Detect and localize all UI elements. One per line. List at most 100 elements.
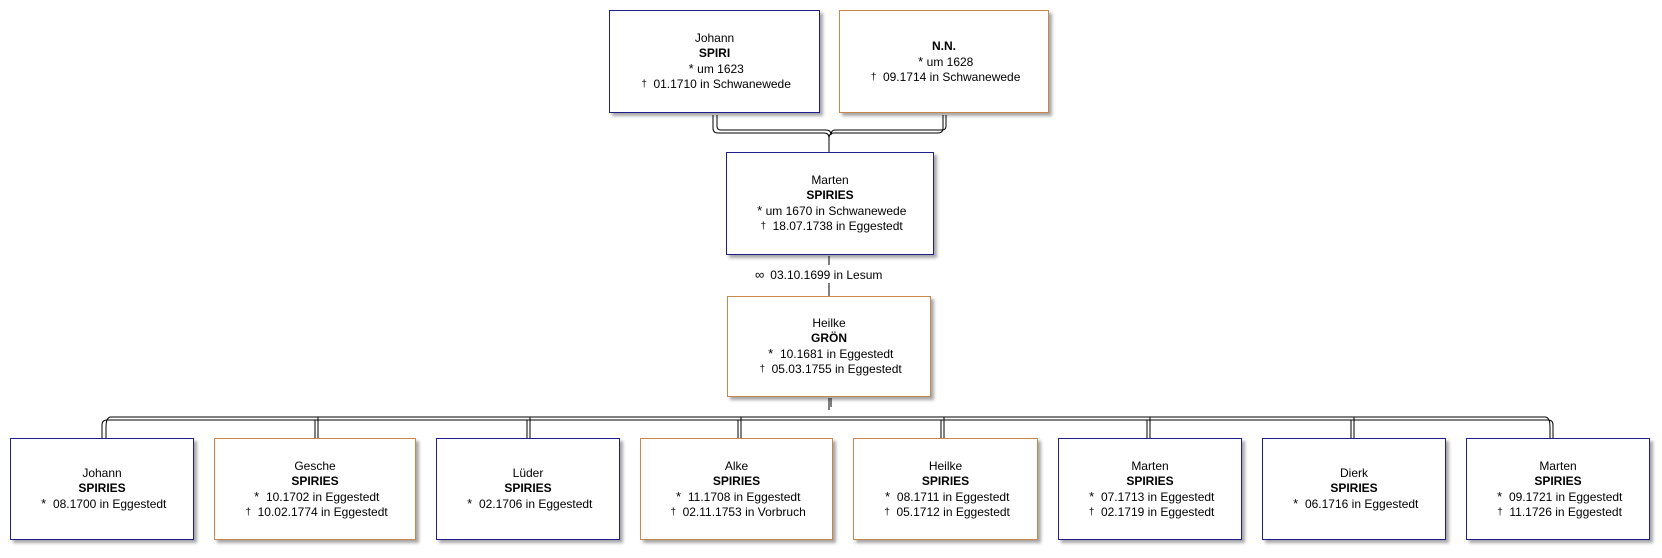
death-value: 10.02.1774 in Eggestedt xyxy=(257,504,388,519)
child-box-7[interactable]: Dierk SPIRIES * 06.1716 in Eggestedt xyxy=(1262,438,1446,540)
death-line: † 11.1726 in Eggestedt xyxy=(1494,505,1622,520)
birth-value: 07.1713 in Eggestedt xyxy=(1100,489,1215,504)
death-value: 02.1719 in Eggestedt xyxy=(1100,504,1215,519)
birth-line: * 06.1716 in Eggestedt xyxy=(1290,496,1419,512)
death-icon: † xyxy=(870,71,877,83)
death-line: † 10.02.1774 in Eggestedt xyxy=(242,505,387,520)
death-icon: † xyxy=(884,506,890,518)
birth-line: * 11.1708 in Eggestedt xyxy=(673,488,801,505)
death-line: † 01.1710 in Schwanewede xyxy=(638,77,791,92)
birth-value: 09.1721 in Eggestedt xyxy=(1508,489,1623,504)
death-icon: † xyxy=(1497,506,1503,518)
death-icon: † xyxy=(245,506,252,518)
surname: SPIRIES xyxy=(806,188,854,202)
birth-icon: * xyxy=(467,496,473,511)
birth-icon: * xyxy=(885,488,891,504)
death-icon: † xyxy=(641,79,647,90)
given-name: Johann xyxy=(82,466,122,480)
death-icon: † xyxy=(759,364,766,375)
birth-value: um 1623 xyxy=(697,62,744,76)
death-icon: † xyxy=(670,506,676,518)
birth-value: 06.1716 in Eggestedt xyxy=(1304,497,1419,511)
given-name: Marten xyxy=(811,173,849,187)
death-value: 11.1726 in Eggestedt xyxy=(1509,504,1622,519)
death-line: † 05.1712 in Eggestedt xyxy=(881,505,1010,520)
surname: SPIRIES xyxy=(712,473,761,488)
birth-line: *um 1628 xyxy=(915,53,973,70)
birth-value: 10.1681 in Eggestedt xyxy=(779,347,894,361)
person-box[interactable]: Marten SPIRIES *um 1670 in Schwanewede †… xyxy=(726,152,934,255)
surname: SPIRIES xyxy=(1330,481,1378,495)
death-value: 05.1712 in Eggestedt xyxy=(896,504,1010,519)
death-line: † 18.07.1738 in Eggestedt xyxy=(757,219,902,234)
death-line: † 09.1714 in Schwanewede xyxy=(868,70,1021,85)
surname: SPIRI xyxy=(698,46,731,60)
birth-line: * 02.1706 in Eggestedt xyxy=(464,496,593,512)
given-name: Dierk xyxy=(1339,466,1368,480)
marriage-date: 03.10.1699 in Lesum xyxy=(770,268,883,282)
surname: SPIRIES xyxy=(78,481,126,495)
child-box-2[interactable]: Gesche SPIRIES * 10.1702 in Eggestedt † … xyxy=(214,438,416,540)
death-value: 05.03.1755 in Eggestedt xyxy=(771,362,902,376)
given-name: Heilke xyxy=(812,316,846,330)
birth-line: * 07.1713 in Eggestedt xyxy=(1086,488,1215,505)
birth-value: 08.1711 in Eggestedt xyxy=(896,489,1010,504)
child-box-4[interactable]: Alke SPIRIES * 11.1708 in Eggestedt † 02… xyxy=(640,438,833,540)
birth-line: * 08.1700 in Eggestedt xyxy=(38,496,167,512)
death-value: 09.1714 in Schwanewede xyxy=(882,69,1021,84)
birth-icon: * xyxy=(1293,496,1299,511)
child-box-1[interactable]: Johann SPIRIES * 08.1700 in Eggestedt xyxy=(10,438,194,540)
surname: SPIRIES xyxy=(291,473,339,488)
death-line: † 02.11.1753 in Vorbruch xyxy=(667,504,806,520)
given-name: Heilke xyxy=(928,458,963,473)
birth-value: 02.1706 in Eggestedt xyxy=(478,497,593,511)
child-box-6[interactable]: Marten SPIRIES * 07.1713 in Eggestedt † … xyxy=(1058,438,1242,540)
spouse-box[interactable]: Heilke GRÖN * 10.1681 in Eggestedt † 05.… xyxy=(727,296,931,397)
death-line: † 02.1719 in Eggestedt xyxy=(1086,505,1215,520)
given-name: Marten xyxy=(1539,458,1577,473)
birth-icon: * xyxy=(688,61,694,76)
surname: SPIRIES xyxy=(1126,473,1174,488)
death-icon: † xyxy=(760,221,767,232)
birth-line: * 10.1681 in Eggestedt xyxy=(765,346,894,362)
birth-icon: * xyxy=(254,488,260,504)
birth-line: * 10.1702 in Eggestedt xyxy=(251,488,380,505)
birth-icon: * xyxy=(41,496,47,511)
birth-icon: * xyxy=(1089,488,1095,504)
given-name: N.N. xyxy=(932,38,956,53)
mother-box[interactable]: N.N. *um 1628 † 09.1714 in Schwanewede xyxy=(839,10,1049,113)
death-value: 01.1710 in Schwanewede xyxy=(653,77,791,91)
birth-value: 11.1708 in Eggestedt xyxy=(687,489,801,504)
birth-line: *um 1670 in Schwanewede xyxy=(754,203,907,219)
birth-line: * 09.1721 in Eggestedt xyxy=(1494,488,1623,505)
death-icon: † xyxy=(1088,506,1095,518)
birth-icon: * xyxy=(757,203,763,218)
birth-icon: * xyxy=(1497,488,1503,504)
surname: SPIRIES xyxy=(921,473,970,488)
given-name: Gesche xyxy=(294,458,336,473)
death-value: 02.11.1753 in Vorbruch xyxy=(682,504,806,519)
birth-value: um 1670 in Schwanewede xyxy=(765,204,907,218)
child-box-8[interactable]: Marten SPIRIES * 09.1721 in Eggestedt † … xyxy=(1466,438,1650,540)
birth-line: *um 1623 xyxy=(685,61,744,77)
child-box-5[interactable]: Heilke SPIRIES * 08.1711 in Eggestedt † … xyxy=(853,438,1038,540)
child-box-3[interactable]: Lüder SPIRIES * 02.1706 in Eggestedt xyxy=(436,438,620,540)
marriage-label: ∞ 03.10.1699 in Lesum xyxy=(755,267,882,282)
given-name: Alke xyxy=(724,458,749,473)
death-line: † 05.03.1755 in Eggestedt xyxy=(756,362,901,377)
marriage-rings-icon: ∞ xyxy=(755,267,765,282)
father-box[interactable]: Johann SPIRI *um 1623 † 01.1710 in Schwa… xyxy=(609,10,820,113)
birth-line: * 08.1711 in Eggestedt xyxy=(882,488,1010,505)
birth-value: 10.1702 in Eggestedt xyxy=(265,489,380,504)
birth-icon: * xyxy=(918,53,924,69)
birth-icon: * xyxy=(768,346,774,361)
given-name: Lüder xyxy=(512,466,544,480)
surname: SPIRIES xyxy=(504,481,552,495)
surname: GRÖN xyxy=(811,331,847,345)
death-value: 18.07.1738 in Eggestedt xyxy=(772,219,903,233)
birth-value: 08.1700 in Eggestedt xyxy=(52,497,167,511)
birth-icon: * xyxy=(676,488,682,504)
surname: SPIRIES xyxy=(1534,473,1582,488)
given-name: Marten xyxy=(1131,458,1169,473)
